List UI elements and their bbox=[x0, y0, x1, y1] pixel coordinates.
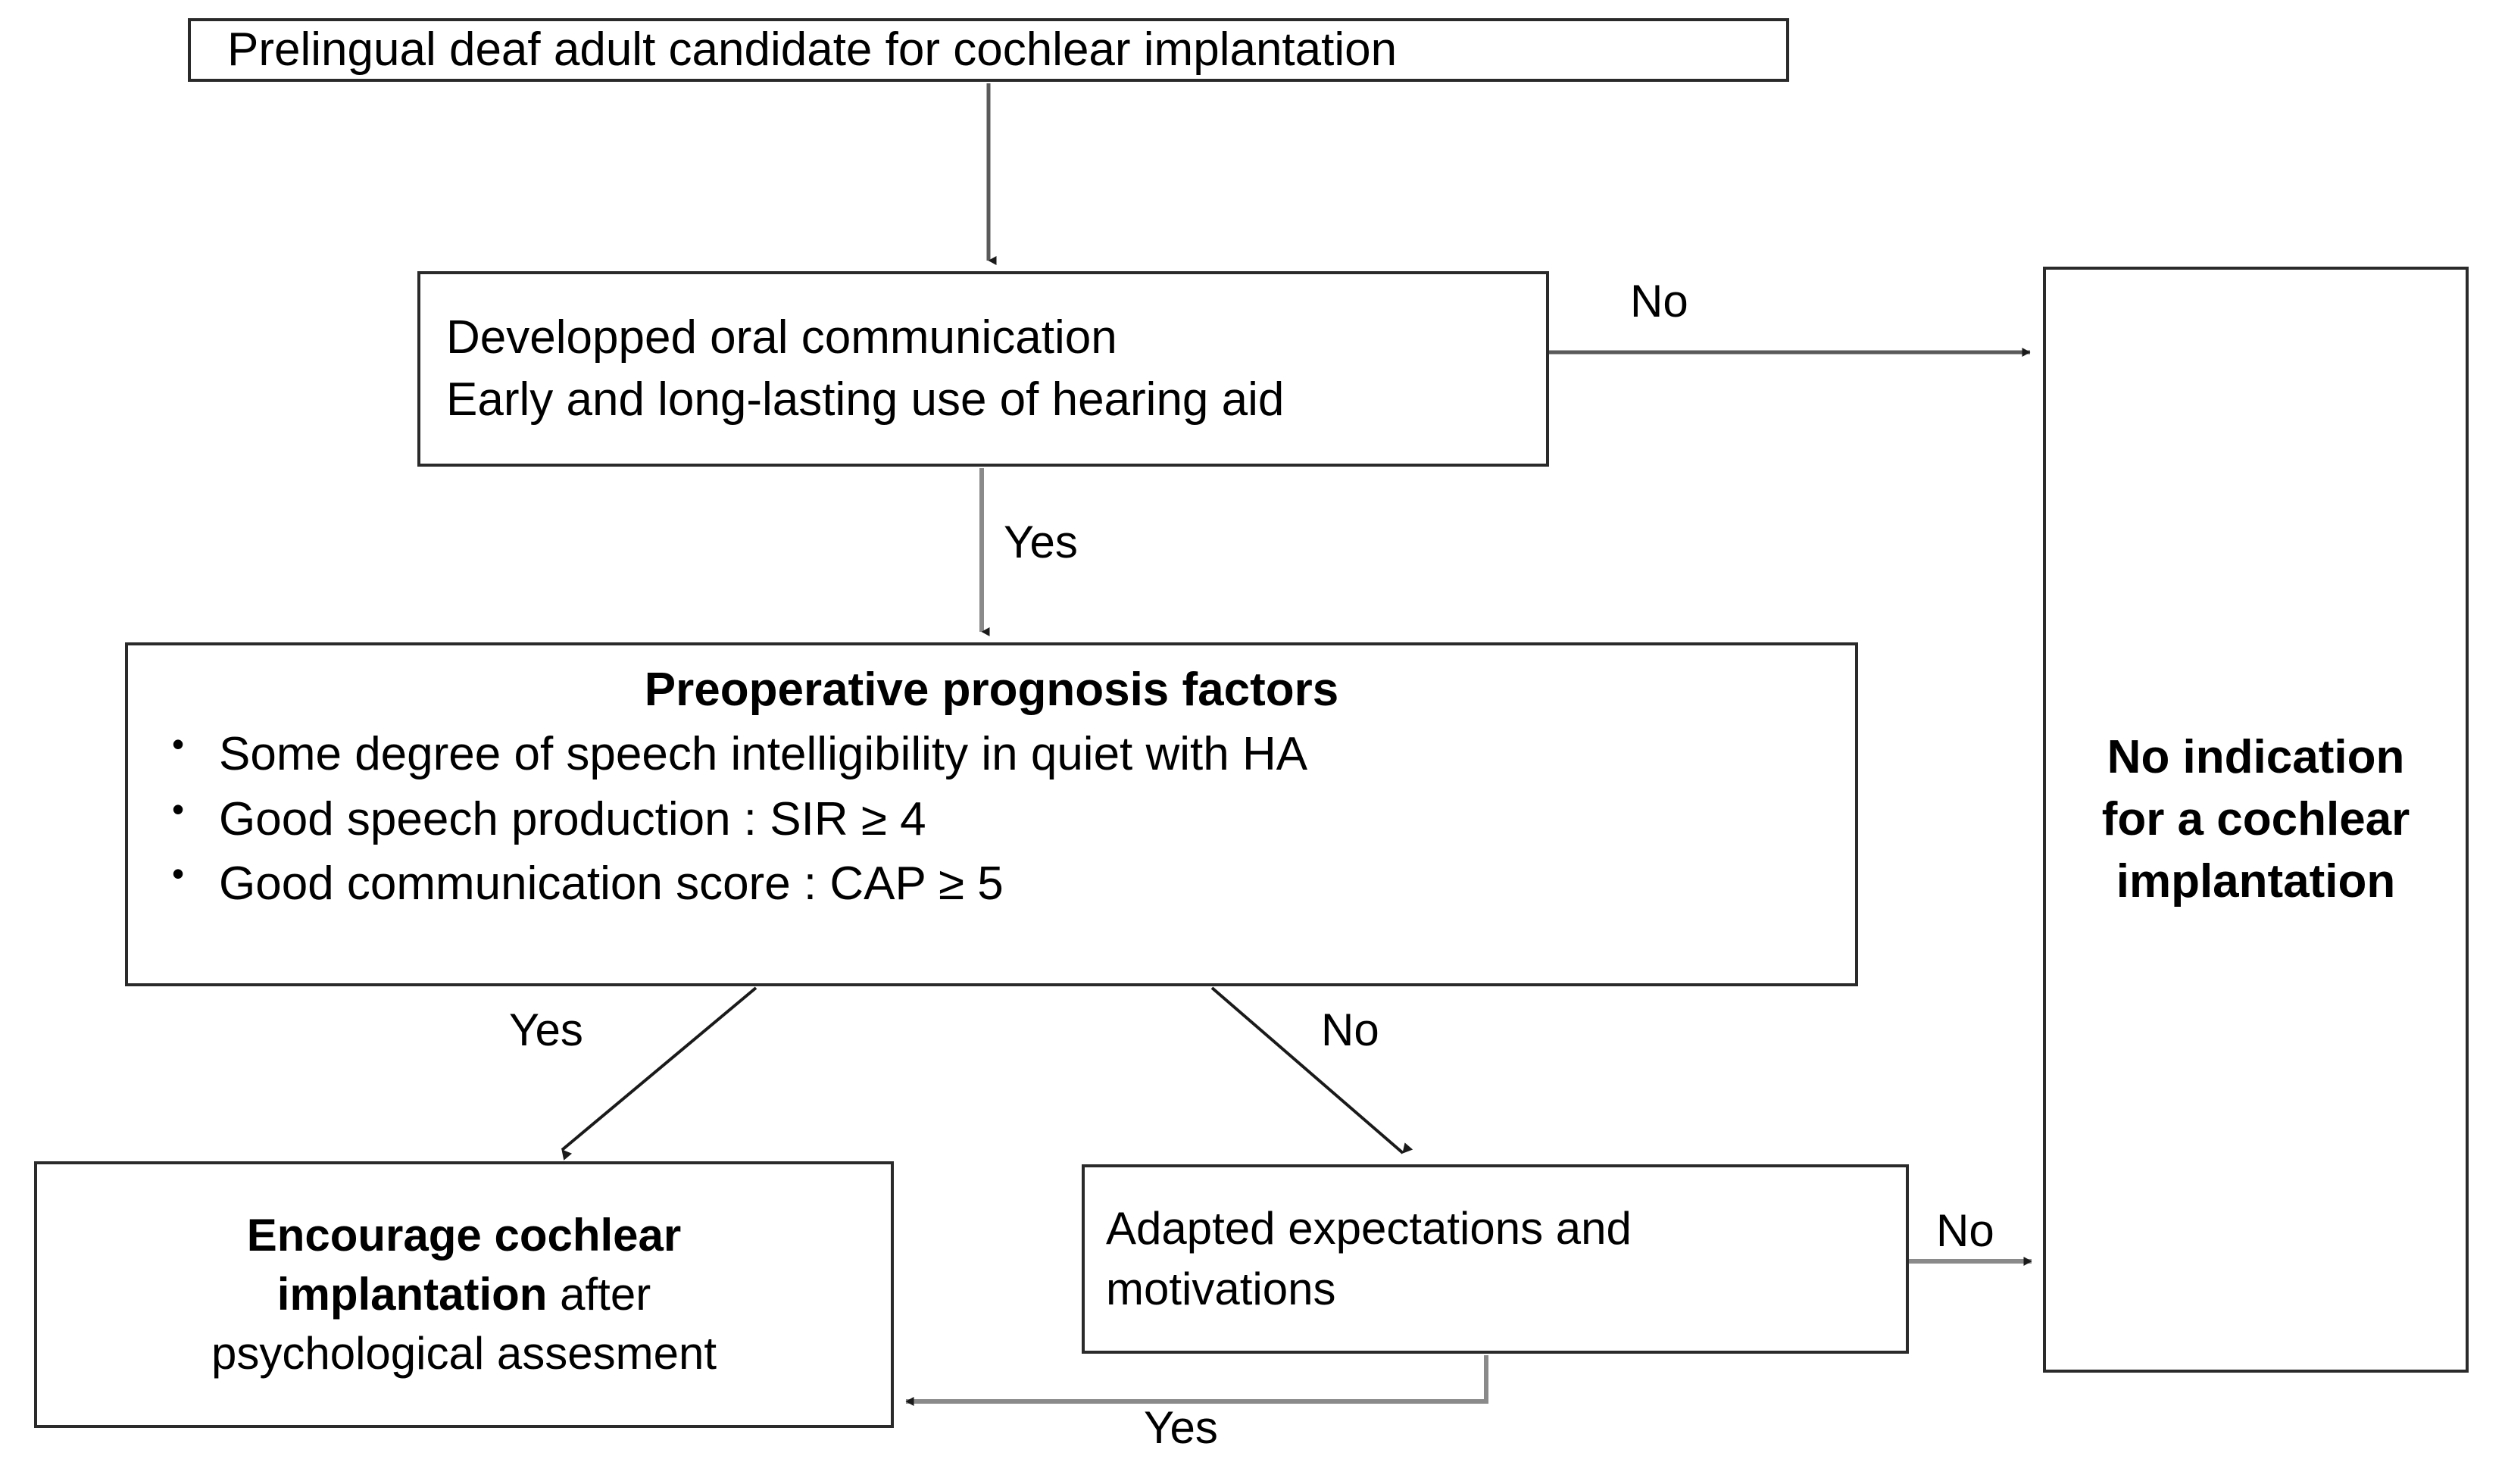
edge-label-yes-prognosis-to-encourage: Yes bbox=[509, 1004, 583, 1055]
list-item-label: Good communication score : CAP ≥ 5 bbox=[219, 858, 1004, 911]
node-encourage-line1: Encourage cochlear bbox=[246, 1210, 682, 1261]
edge-adapted-to-encourage bbox=[905, 1355, 1488, 1406]
edge-prognosis-to-encourage bbox=[561, 986, 757, 1161]
node-oral-communication[interactable]: Developped oral communication Early and … bbox=[417, 271, 1549, 467]
node-preoperative-prognosis-factors[interactable]: Preoperative prognosis factors • Some de… bbox=[125, 642, 1858, 986]
node-prognosis-heading: Preoperative prognosis factors bbox=[644, 664, 1339, 716]
edge-label-no-prognosis-to-adapted: No bbox=[1321, 1004, 1379, 1055]
list-item-label: Good speech production : SIR ≥ 4 bbox=[219, 792, 926, 845]
node-encourage-line3: psychological assesment bbox=[211, 1328, 717, 1379]
prognosis-bullet-list: • Some degree of speech intelligibility … bbox=[128, 722, 1855, 917]
node-oral-line1: Developped oral communication bbox=[446, 311, 1117, 364]
list-item: • Some degree of speech intelligibility … bbox=[172, 722, 1855, 787]
node-noindication-line2: for a cochlear bbox=[2101, 793, 2410, 846]
edge-label-yes-adapted-to-encourage: Yes bbox=[1144, 1402, 1218, 1453]
bullet-icon: • bbox=[172, 724, 185, 764]
node-encourage-line2: implantation after bbox=[277, 1265, 651, 1324]
node-adapted-line2: motivations bbox=[1106, 1264, 1336, 1314]
node-start-candidate[interactable]: Prelingual deaf adult candidate for coch… bbox=[188, 18, 1789, 82]
edge-label-no-oral-to-noindication: No bbox=[1630, 276, 1688, 326]
bullet-icon: • bbox=[172, 854, 185, 894]
node-adapted-line1: Adapted expectations and bbox=[1106, 1203, 1632, 1254]
list-item-label: Some degree of speech intelligibility in… bbox=[219, 728, 1308, 781]
list-item: • Good communication score : CAP ≥ 5 bbox=[172, 851, 1855, 917]
node-adapted-expectations[interactable]: Adapted expectations and motivations bbox=[1082, 1164, 1909, 1354]
node-no-indication[interactable]: No indication for a cochlear implantatio… bbox=[2043, 267, 2469, 1373]
list-item: • Good speech production : SIR ≥ 4 bbox=[172, 787, 1855, 852]
node-encourage-line2-rest: after bbox=[547, 1269, 651, 1320]
bullet-icon: • bbox=[172, 789, 185, 829]
node-noindication-line3: implantation bbox=[2116, 854, 2396, 908]
edge-label-no-adapted-to-noindication: No bbox=[1936, 1205, 1994, 1256]
node-encourage-line2-bold: implantation bbox=[276, 1269, 548, 1320]
node-start-text: Prelingual deaf adult candidate for coch… bbox=[227, 23, 1398, 76]
node-oral-line2: Early and long-lasting use of hearing ai… bbox=[446, 373, 1285, 426]
node-encourage-implantation[interactable]: Encourage cochlear implantation after ps… bbox=[34, 1161, 894, 1428]
edge-label-yes-oral-to-prognosis: Yes bbox=[1004, 517, 1078, 567]
node-noindication-line1: No indication bbox=[2107, 731, 2405, 784]
